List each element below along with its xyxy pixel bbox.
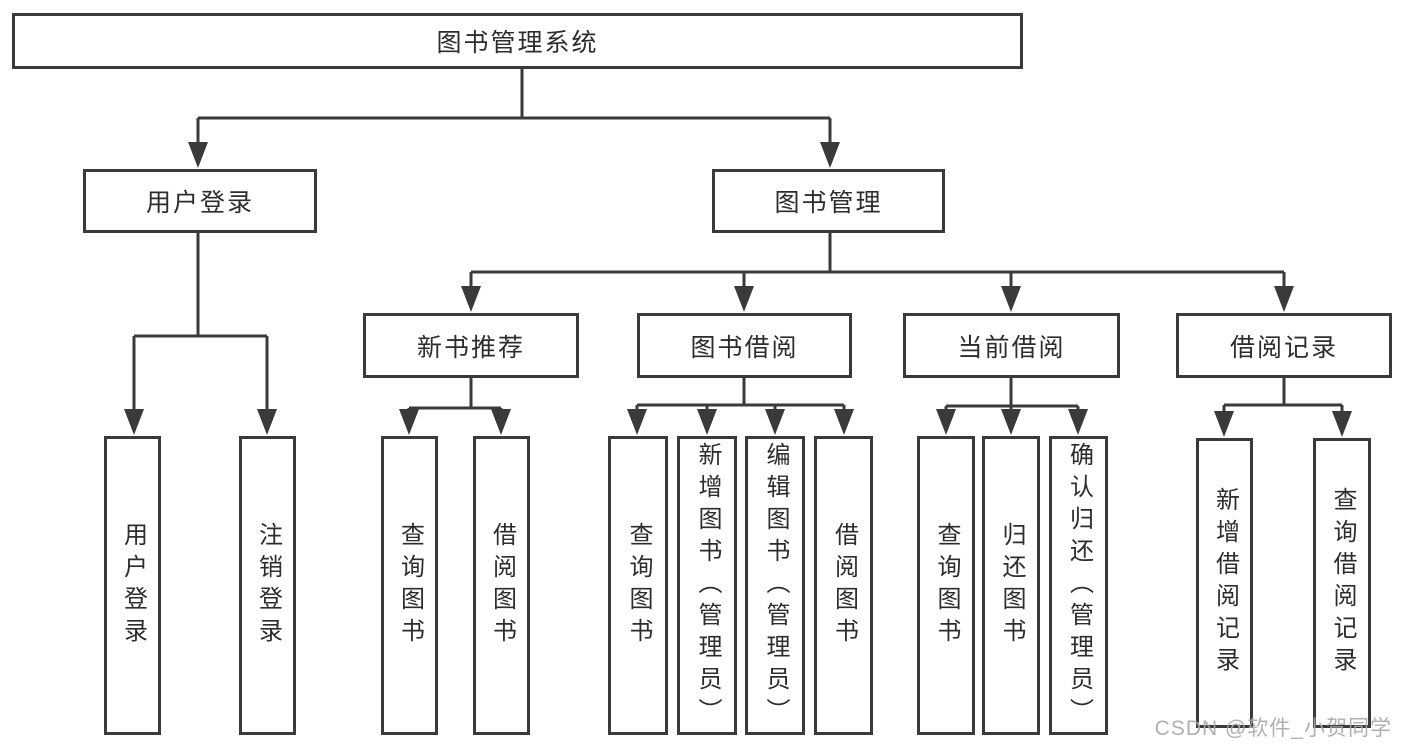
leaf-logout: 注销登录: [239, 436, 296, 735]
node-user-login: 用户登录: [83, 169, 317, 233]
leaf-user-login: 用户登录: [104, 436, 161, 735]
leaf-label: 编辑图书（管理员）: [762, 441, 789, 730]
leaf-query-borrow-record: 查询借阅记录: [1313, 438, 1371, 728]
leaf-label: 注销登录: [254, 521, 282, 650]
watermark: CSDN @软件_小贺同学: [1154, 717, 1392, 740]
leaf-label: 借阅图书: [830, 521, 858, 650]
node-new-book-recommendation: 新书推荐: [363, 313, 579, 378]
leaf-add-book-admin: 新增图书（管理员）: [677, 436, 737, 735]
leaf-borrow-books-borrowing: 借阅图书: [814, 436, 873, 735]
node-book-borrowing: 图书借阅: [637, 313, 852, 378]
arrowheads: [124, 142, 1352, 437]
leaf-label: 归还图书: [998, 521, 1025, 650]
leaf-label: 查询借阅记录: [1329, 487, 1356, 679]
node-borrowing-records: 借阅记录: [1176, 313, 1392, 378]
leaf-label: 借阅图书: [488, 521, 516, 650]
leaf-edit-book-admin: 编辑图书（管理员）: [745, 436, 805, 735]
leaf-add-borrow-record: 新增借阅记录: [1196, 438, 1253, 728]
node-library-system: 图书管理系统: [12, 13, 1023, 69]
leaf-return-books: 归还图书: [982, 436, 1040, 735]
leaf-query-books-recommend: 查询图书: [381, 436, 438, 735]
leaf-label: 查询图书: [933, 521, 960, 650]
node-book-management: 图书管理: [712, 169, 945, 233]
leaf-label: 用户登录: [119, 521, 147, 650]
leaf-query-books-borrowing: 查询图书: [608, 436, 668, 735]
leaf-label: 确认归还（管理员）: [1065, 441, 1093, 730]
leaf-confirm-return-admin: 确认归还（管理员）: [1049, 436, 1108, 735]
leaf-label: 查询图书: [625, 521, 652, 650]
leaf-label: 新增图书（管理员）: [694, 441, 721, 730]
leaf-query-books-current: 查询图书: [917, 436, 975, 735]
leaf-label: 新增借阅记录: [1211, 487, 1239, 679]
node-current-borrowing: 当前借阅: [903, 313, 1120, 378]
leaf-label: 查询图书: [396, 521, 424, 650]
leaf-borrow-books-recommend: 借阅图书: [473, 436, 530, 735]
